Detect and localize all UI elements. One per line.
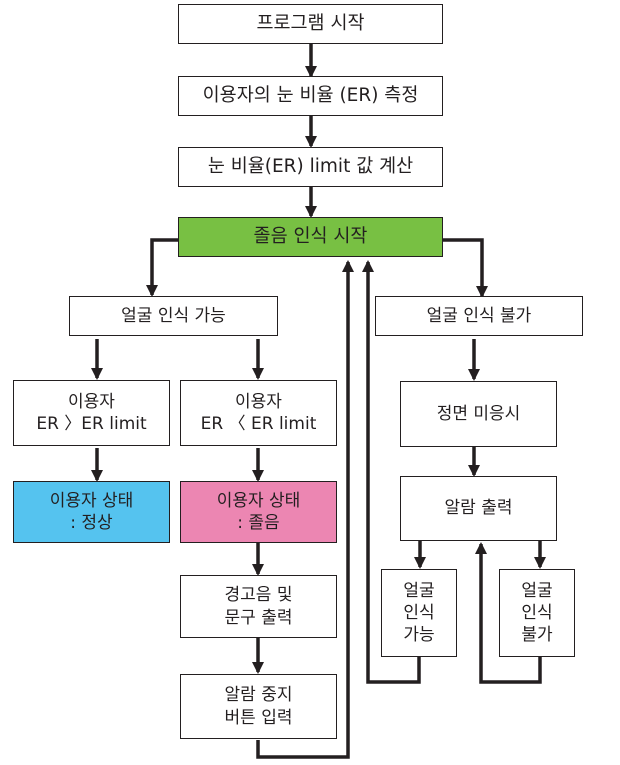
loop-face-ok-small-to-detect (362, 260, 421, 684)
arrow-detect-to-face-ok (146, 238, 180, 297)
er-less-box: 이용자 ER 〈 ER limit (180, 380, 337, 446)
calc-limit-box: 눈 비율(ER) limit 값 계산 (178, 147, 443, 187)
alarm-output-box: 알람 출력 (400, 476, 557, 541)
front-not-looking-box: 정면 미응시 (400, 381, 557, 447)
state-normal-box: 이용자 상태 : 정상 (13, 481, 170, 543)
warning-output-box: 경고음 및 문구 출력 (180, 575, 337, 638)
state-drowsy-box: 이용자 상태 : 졸음 (180, 481, 337, 543)
er-greater-box: 이용자 ER 〉ER limit (13, 380, 170, 446)
program-start-box: 프로그램 시작 (178, 4, 443, 44)
measure-ratio-box: 이용자의 눈 비율 (ER) 측정 (178, 76, 443, 116)
face-ok-box: 얼굴 인식 가능 (69, 296, 278, 336)
arrow-detect-to-face-fail (443, 238, 488, 298)
face-fail-small-box: 얼굴 인식 불가 (499, 569, 575, 657)
loop-face-fail-small-to-alarm-output (475, 542, 542, 684)
face-ok-small-box: 얼굴 인식 가능 (381, 569, 457, 657)
alarm-stop-box: 알람 중지 버튼 입력 (180, 674, 337, 739)
loop-alarm-stop-to-detect (256, 260, 354, 759)
drowsy-detect-start-box: 졸음 인식 시작 (178, 217, 443, 257)
face-fail-box: 얼굴 인식 불가 (375, 296, 583, 336)
